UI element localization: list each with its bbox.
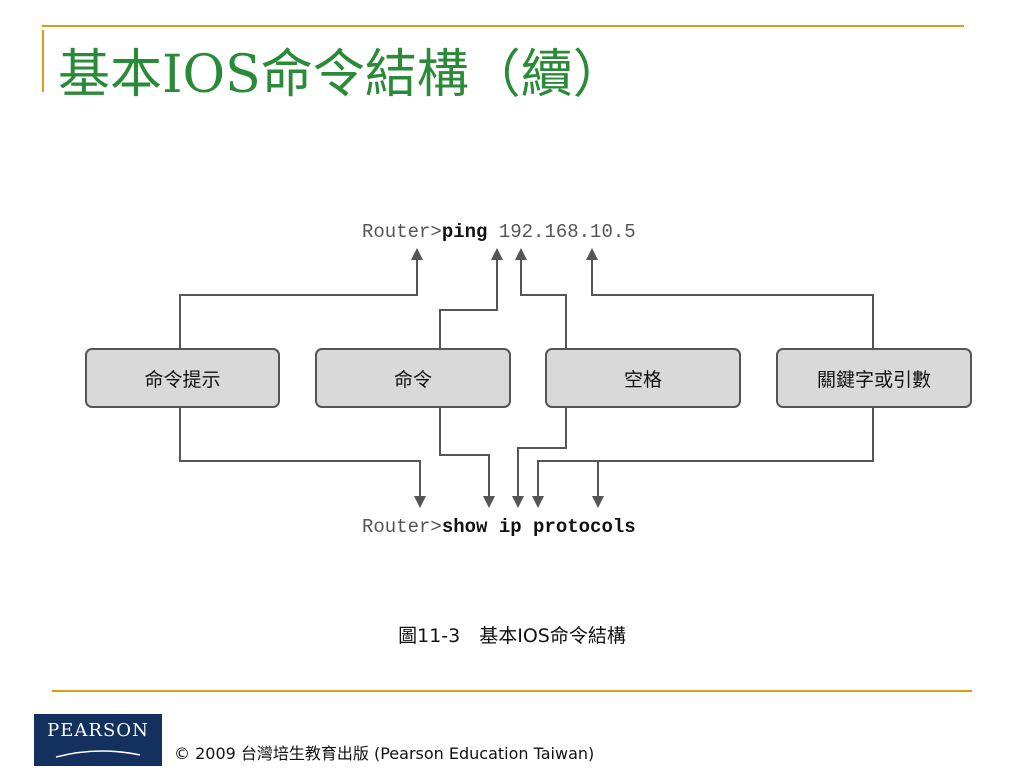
arrow-command-bottom (483, 496, 495, 508)
top-command-keyword: ping (441, 221, 488, 243)
footer-copyright: © 2009 台灣培生教育出版 (Pearson Education Taiwa… (174, 744, 595, 763)
pearson-logo: PEARSON (34, 714, 162, 766)
bottom-command-prompt: Router> (362, 516, 442, 538)
connector-space-top (520, 258, 567, 348)
box-keyword-label: 關鍵字或引數 (816, 368, 931, 391)
top-command-argument: 192.168.10.5 (487, 221, 636, 243)
arrow-keyword-top (586, 248, 598, 260)
box-space-label: 空格 (623, 368, 662, 391)
connector-prompt-bottom (179, 408, 421, 498)
connector-prompt-top (179, 258, 418, 348)
box-command-prompt-label: 命令提示 (144, 368, 221, 391)
slide-title: 基本IOS命令結構（續） (58, 45, 625, 105)
box-command: 命令 (315, 348, 511, 408)
title-side-rule (42, 30, 44, 92)
bottom-command-keyword: show ip protocols (441, 516, 636, 538)
box-keyword-or-argument: 關鍵字或引數 (776, 348, 972, 408)
arrow-space-bottom (512, 496, 524, 508)
top-command-prompt: Router> (362, 221, 442, 243)
footer-rule (52, 690, 972, 692)
arrow-keyword-bottom-a (532, 496, 544, 508)
box-space: 空格 (545, 348, 741, 408)
arrow-prompt-top (411, 248, 423, 260)
box-command-label: 命令 (393, 368, 432, 391)
connector-keyword-bottom-a (537, 408, 874, 498)
box-command-prompt: 命令提示 (85, 348, 280, 408)
connector-command-bottom (439, 408, 490, 498)
connector-space-bottom (517, 408, 567, 498)
pearson-logo-text: PEARSON (47, 720, 149, 741)
top-command-line: Router>ping 192.168.10.5 (362, 221, 636, 243)
title-top-rule (42, 25, 964, 27)
arrow-keyword-bottom-b (592, 496, 604, 508)
arrow-command-top (491, 248, 503, 260)
bottom-command-line: Router>show ip protocols (362, 516, 636, 538)
logo-swoosh-icon (55, 750, 141, 758)
figure-caption: 圖11-3 基本IOS命令結構 (398, 625, 626, 647)
connector-command-top (439, 258, 498, 348)
connector-keyword-top (591, 258, 874, 348)
arrow-space-top (515, 248, 527, 260)
arrow-prompt-bottom (414, 496, 426, 508)
